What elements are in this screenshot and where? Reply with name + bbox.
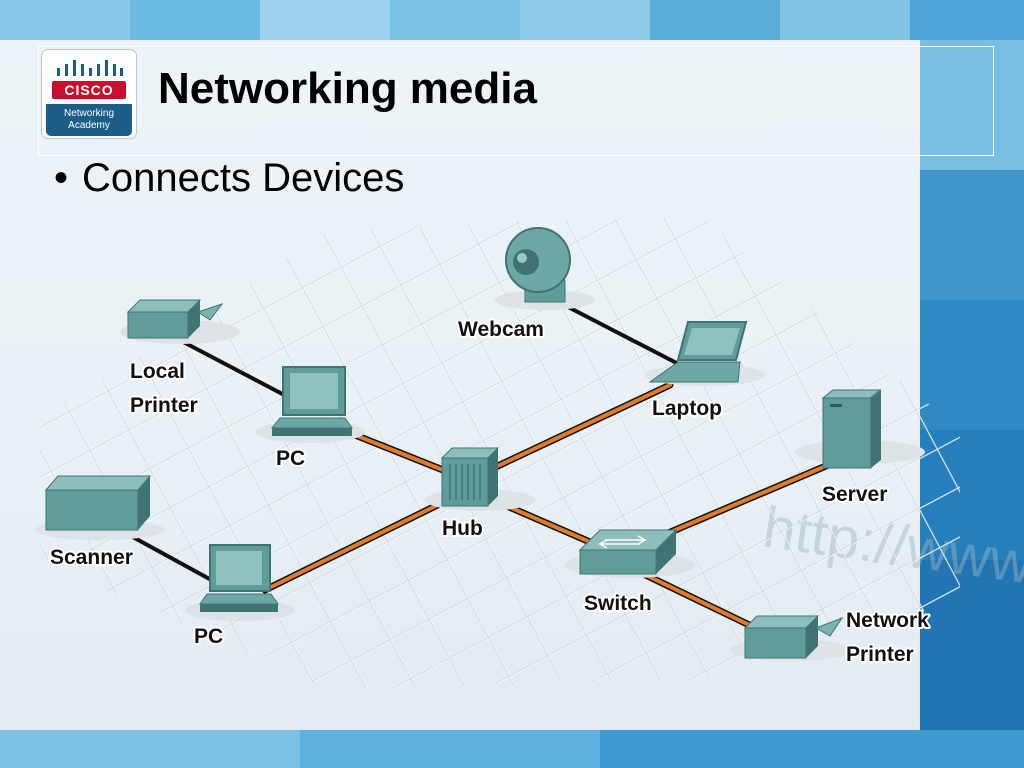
webcam-icon bbox=[495, 227, 595, 310]
title-frame bbox=[38, 46, 994, 156]
label-server: Server bbox=[822, 483, 887, 506]
label-hub: Hub bbox=[442, 517, 483, 540]
hub-icon bbox=[425, 447, 535, 511]
local-printer-icon bbox=[120, 299, 240, 344]
label-laptop: Laptop bbox=[652, 397, 722, 420]
bullet-text: Connects Devices bbox=[82, 156, 405, 200]
server-icon bbox=[795, 389, 925, 469]
logo-line2: Academy bbox=[68, 120, 110, 131]
label-local-printer-1: Local bbox=[130, 360, 185, 383]
switch-icon bbox=[565, 529, 695, 578]
bullet-dot: • bbox=[54, 156, 69, 200]
logo-brand: CISCO bbox=[52, 81, 126, 99]
label-pc-bottom: PC bbox=[194, 625, 223, 648]
network-printer-icon bbox=[730, 615, 850, 661]
label-webcam: Webcam bbox=[458, 318, 544, 341]
link-scanner-pc bbox=[119, 528, 216, 584]
logo-academy: Networking Academy bbox=[46, 104, 132, 136]
label-pc-top: PC bbox=[276, 447, 305, 470]
pc-top-icon bbox=[255, 366, 365, 443]
label-network-printer-2: Printer bbox=[846, 643, 914, 666]
scanner-icon bbox=[35, 475, 165, 540]
link-local-printer-pc bbox=[169, 333, 291, 400]
label-switch: Switch bbox=[584, 592, 652, 615]
label-scanner: Scanner bbox=[50, 546, 133, 569]
bullet-item: • Connects Devices bbox=[54, 156, 404, 201]
label-local-printer-2: Printer bbox=[130, 394, 198, 417]
cisco-networking-academy-logo: CISCO Networking Academy bbox=[42, 50, 136, 138]
link-pc-bottom-hub bbox=[263, 488, 470, 592]
link-hub-laptop bbox=[466, 383, 672, 482]
page-title: Networking media bbox=[158, 64, 537, 113]
device-labels: Webcam Local Printer Laptop PC Server Hu… bbox=[48, 316, 931, 668]
laptop-icon bbox=[645, 321, 765, 386]
label-network-printer-1: Network bbox=[846, 609, 929, 632]
pc-bottom-icon bbox=[185, 544, 295, 621]
logo-line1: Networking bbox=[63, 108, 115, 119]
cisco-bars-icon bbox=[57, 60, 123, 76]
